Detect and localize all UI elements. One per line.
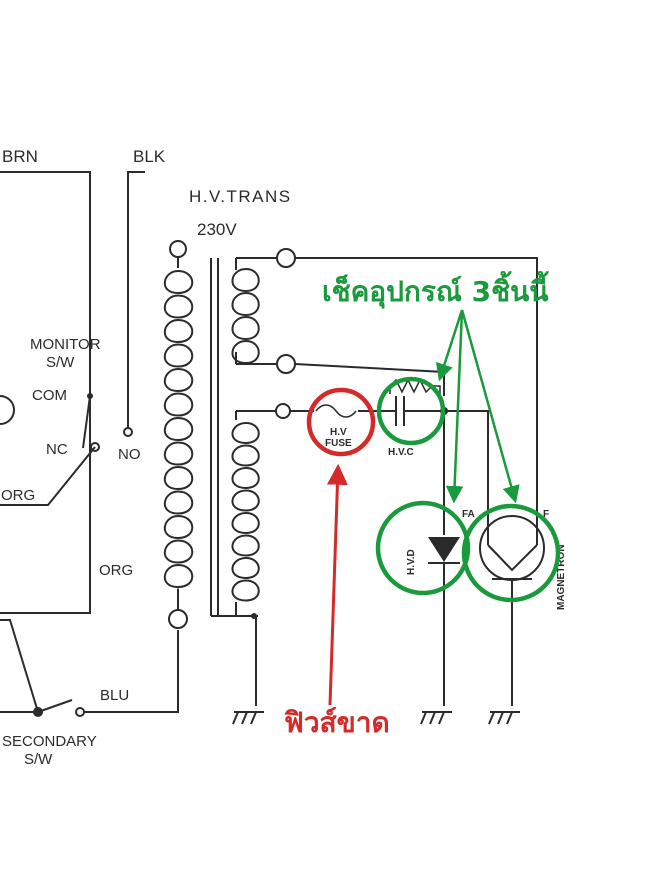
diode-symbol [428, 537, 460, 562]
magnetron-highlight-circle [461, 503, 561, 603]
label-secondary: SECONDARY [2, 733, 97, 750]
label-no: NO [118, 446, 141, 463]
label-secondary-sw: S/W [24, 751, 53, 768]
label-hv-fuse-2: FUSE [325, 438, 352, 449]
annotation-fuse-blown: ฟิวส์ขาด [284, 706, 390, 739]
label-hv-trans: H.V.TRANS [189, 187, 292, 206]
left-wiring [0, 171, 179, 717]
label-magnetron: MAGNETRON [556, 544, 567, 610]
ground-symbols [232, 711, 520, 725]
label-monitor: MONITOR [30, 336, 101, 353]
label-hvd: H.V.D [406, 549, 417, 575]
label-org-mid: ORG [99, 562, 133, 579]
hv-network [290, 257, 545, 706]
label-blk: BLK [133, 147, 166, 166]
label-fa: FA [462, 509, 475, 520]
annotation-check-parts: เช็คอุปกรณ์ 3ชิ้นนี้ [322, 270, 549, 309]
label-hvc: H.V.C [388, 447, 414, 458]
label-org-left: ORG [1, 487, 35, 504]
label-brn: BRN [2, 147, 38, 166]
hv-transformer [163, 240, 296, 706]
label-f: F [543, 509, 549, 520]
capacitor-highlight-circle [376, 376, 446, 446]
label-monitor-sw: S/W [46, 354, 75, 371]
label-com: COM [32, 387, 67, 404]
label-voltage: 230V [197, 220, 237, 239]
label-blu: BLU [100, 687, 129, 704]
label-nc: NC [46, 441, 68, 458]
label-hv-fuse-1: H.V [330, 427, 347, 438]
labels: BRN BLK H.V.TRANS 230V MONITOR S/W COM N… [1, 147, 567, 768]
annotations: เช็คอุปกรณ์ 3ชิ้นนี้ ฟิวส์ขาด [284, 270, 561, 739]
fuse-highlight-circle [306, 387, 376, 457]
ground-icon [232, 711, 264, 725]
diode-highlight-circle [375, 500, 471, 596]
ground-icon [420, 711, 452, 725]
ground-icon [488, 711, 520, 725]
